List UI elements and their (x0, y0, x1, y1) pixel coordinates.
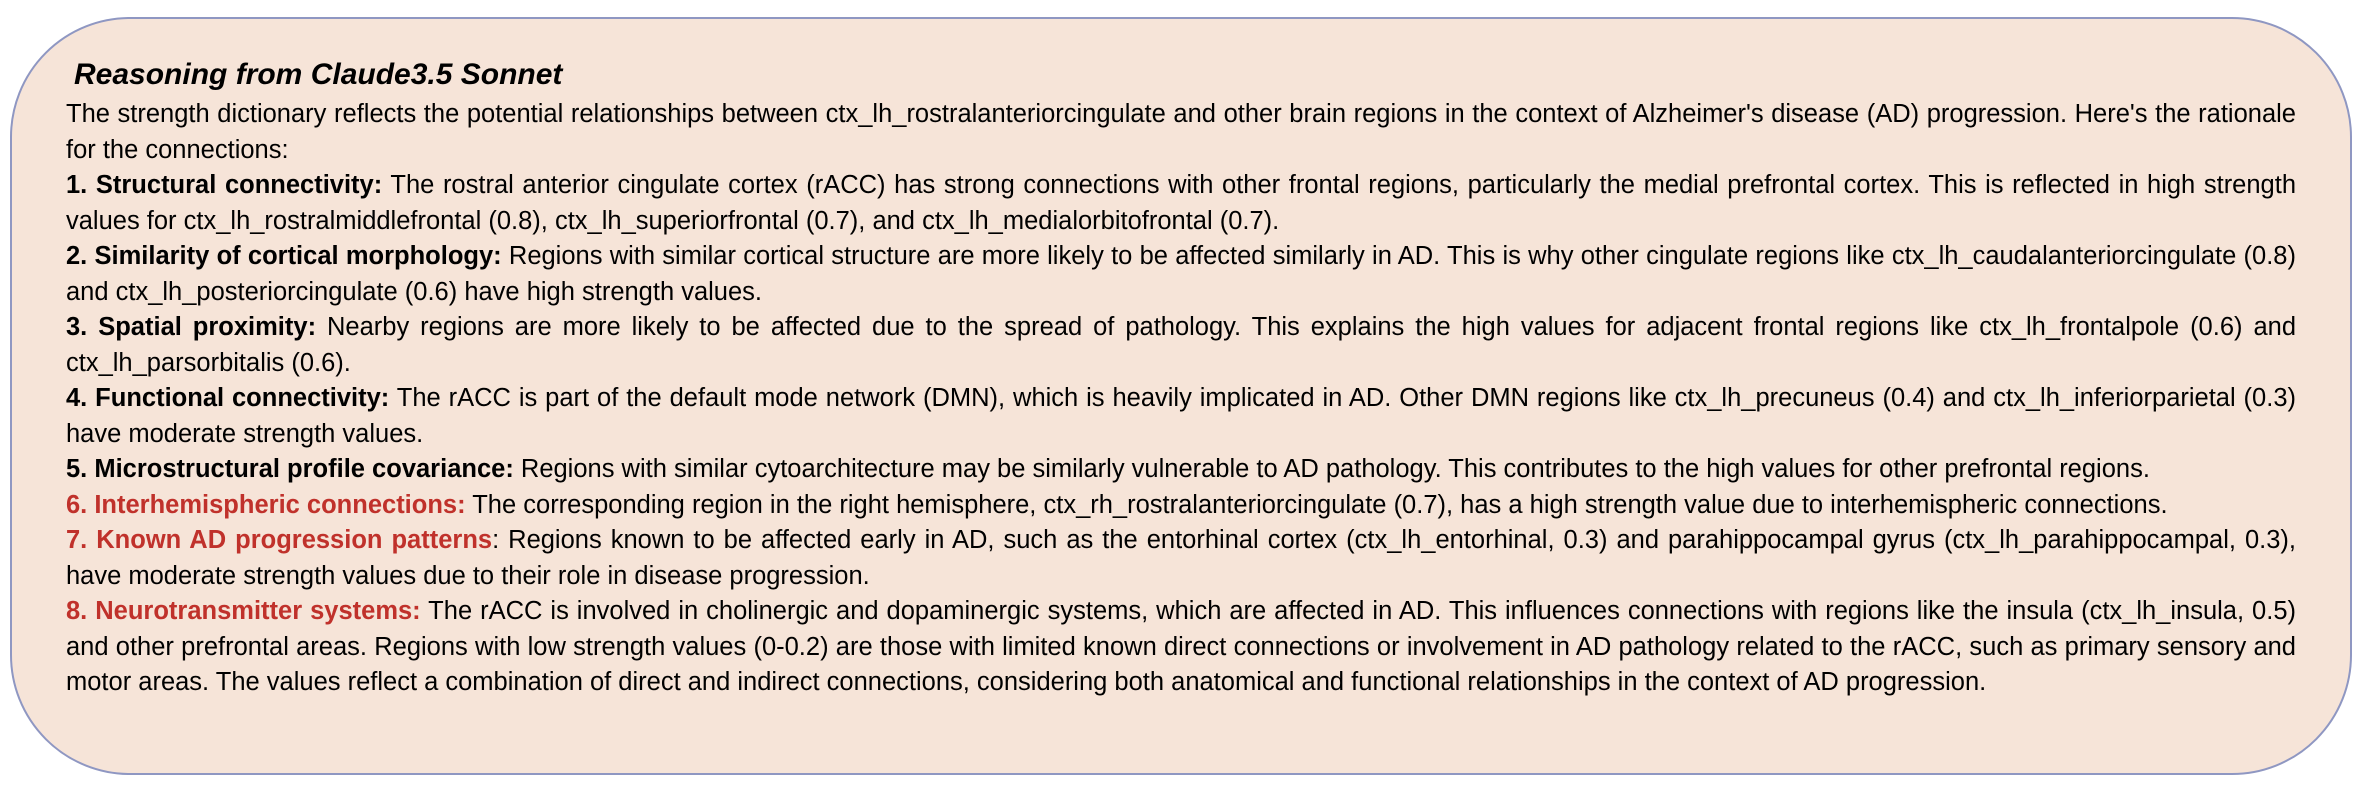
point-structural-connectivity: 1. Structural connectivity: The rostral … (66, 168, 2296, 239)
point-text: Nearby regions are more likely to be aff… (66, 313, 2296, 377)
point-text: Regions with similar cortical structure … (66, 242, 2296, 306)
point-text: The rACC is involved in cholinergic and … (66, 597, 2296, 696)
point-spatial-proximity: 3. Spatial proximity: Nearby regions are… (66, 310, 2296, 381)
point-cortical-morphology: 2. Similarity of cortical morphology: Re… (66, 239, 2296, 310)
point-heading-highlighted: 8. Neurotransmitter systems: (66, 597, 421, 625)
point-heading-highlighted: 6. Interhemispheric connections: (66, 490, 466, 519)
point-text: : Regions known to be affected early in … (66, 526, 2296, 590)
card-title: Reasoning from Claude3.5 Sonnet (74, 58, 563, 91)
point-text: The rostral anterior cingulate cortex (r… (66, 171, 2296, 235)
reasoning-card: Reasoning from Claude3.5 Sonnet The stre… (10, 17, 2352, 775)
point-ad-progression-patterns: 7. Known AD progression patterns: Region… (66, 523, 2296, 594)
point-heading: 1. Structural connectivity: (66, 171, 383, 199)
intro-paragraph: The strength dictionary reflects the pot… (66, 100, 2296, 164)
point-microstructural-covariance: 5. Microstructural profile covariance: R… (66, 452, 2296, 488)
point-text: The corresponding region in the right he… (465, 490, 2168, 519)
point-interhemispheric-connections: 6. Interhemispheric connections: The cor… (66, 488, 2296, 524)
point-heading: 3. Spatial proximity: (66, 313, 317, 341)
point-neurotransmitter-systems: 8. Neurotransmitter systems: The rACC is… (66, 594, 2296, 701)
point-heading: 5. Microstructural profile covariance: (66, 455, 514, 483)
point-heading: 4. Functional connectivity: (66, 384, 390, 412)
point-text: Regions with similar cytoarchitecture ma… (513, 455, 2150, 483)
point-heading-highlighted: 7. Known AD progression patterns (66, 526, 493, 554)
point-text: The rACC is part of the default mode net… (66, 384, 2296, 448)
point-functional-connectivity: 4. Functional connectivity: The rACC is … (66, 381, 2296, 452)
point-heading: 2. Similarity of cortical morphology: (66, 242, 502, 270)
